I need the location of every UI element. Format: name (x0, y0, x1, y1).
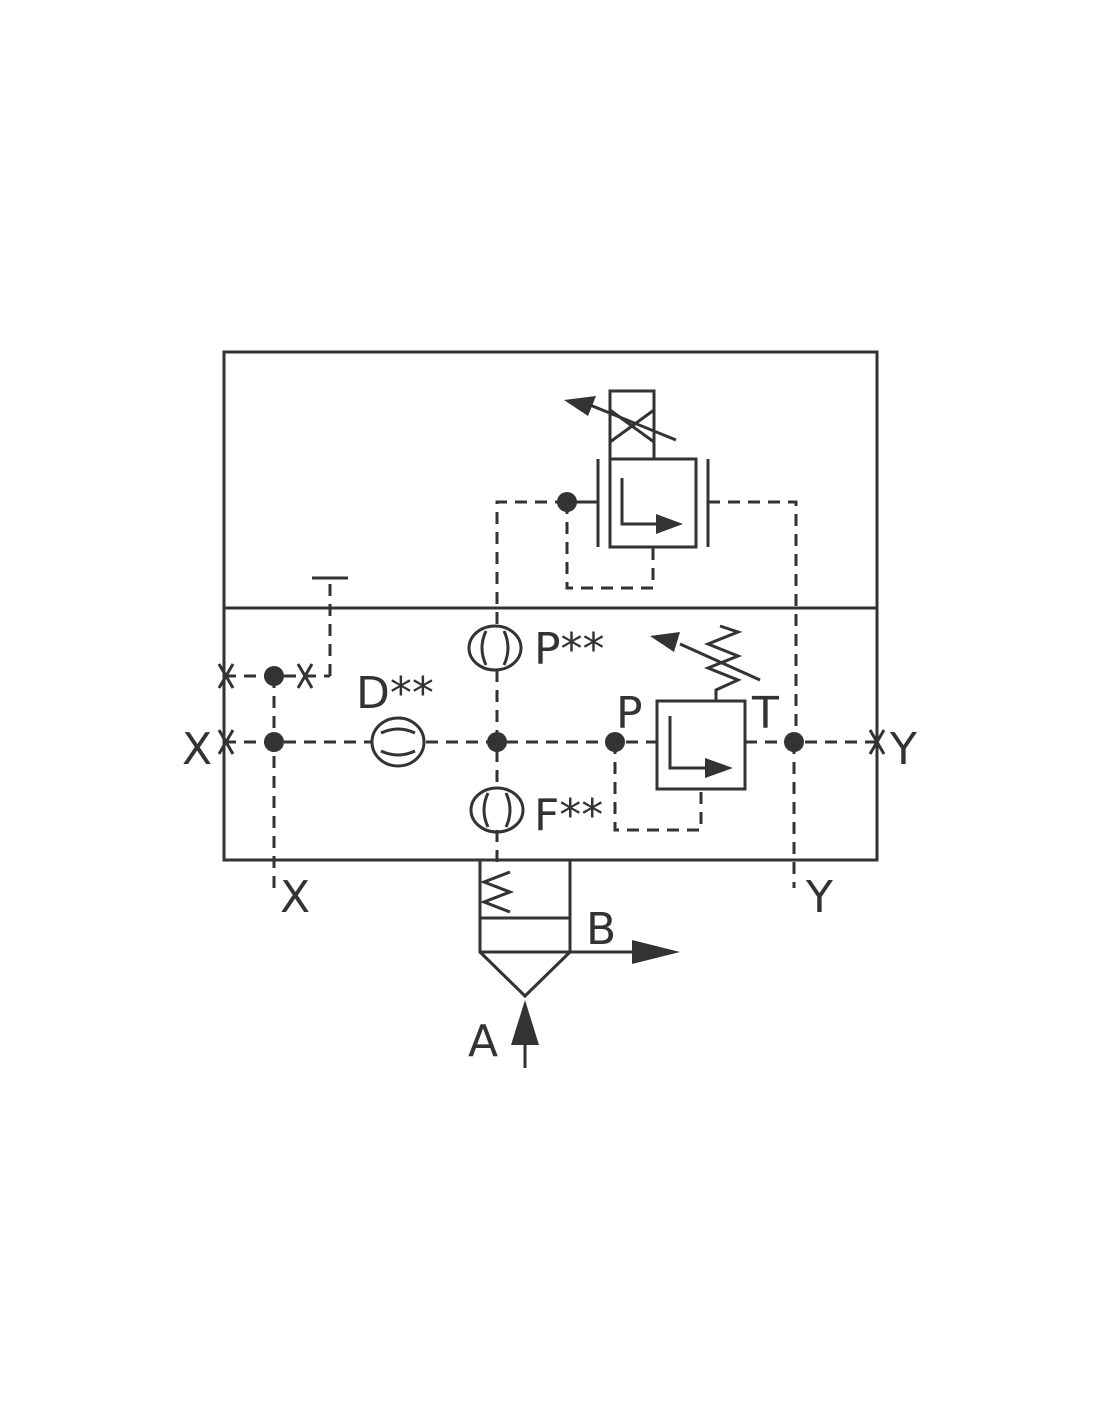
f-orifice-icon (469, 786, 525, 834)
plug-mark (217, 663, 886, 755)
p-orifice-icon (467, 624, 523, 672)
junction-dot (487, 732, 507, 752)
main-block-housing (222, 606, 879, 862)
spring-icon (650, 624, 761, 701)
proportional-solenoid (564, 389, 677, 461)
x-port-label-bottom: X (280, 872, 310, 923)
relief-valve (655, 699, 747, 791)
t-port-label: T (751, 688, 779, 739)
pilot-cover-housing (222, 350, 879, 610)
p-port-label: P (616, 688, 643, 739)
a-port-arrow-icon (511, 1000, 539, 1045)
p-orifice-label: P** (534, 624, 605, 675)
cartridge-valve (478, 860, 572, 999)
b-port-label: B (586, 904, 616, 955)
b-port-arrow-icon (632, 940, 680, 964)
y-port-label-right: Y (889, 724, 917, 775)
f-orifice-label: F** (534, 790, 603, 841)
pilot-relief-valve (596, 457, 710, 549)
y-port-label-bottom: Y (805, 872, 833, 923)
a-port-label: A (468, 1016, 498, 1067)
d-orifice-label: D** (356, 668, 434, 719)
junction-dot (264, 666, 284, 686)
x-port-label-left: X (182, 724, 212, 775)
d-orifice-icon (370, 716, 426, 768)
junction-dot (264, 732, 284, 752)
